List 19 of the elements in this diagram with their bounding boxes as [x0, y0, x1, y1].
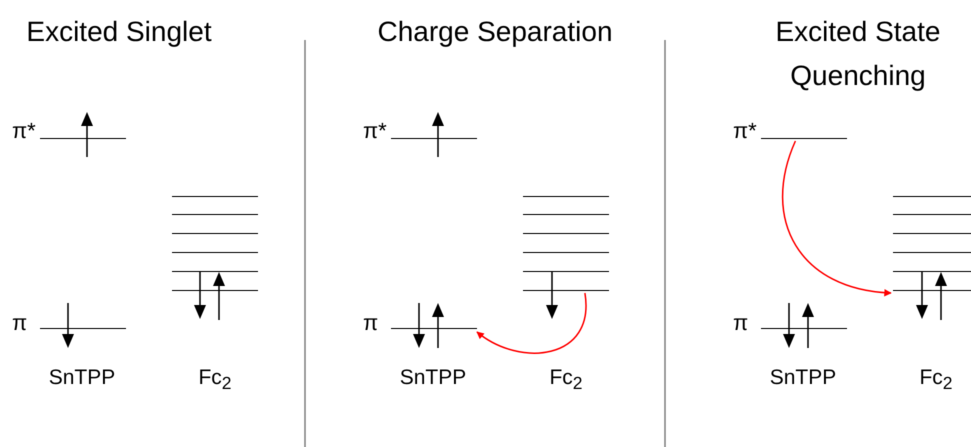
panel-title: Excited Singlet — [25, 15, 213, 49]
arrow — [782, 140, 892, 296]
species-label: SnTPP — [398, 365, 468, 391]
level-label: π* — [733, 118, 757, 144]
arrow — [476, 292, 587, 354]
level-label: π* — [363, 118, 387, 144]
energy-level-stack — [893, 196, 971, 292]
species-label: SnTPP — [48, 365, 116, 391]
panel-title: Charge Separation — [376, 15, 614, 49]
level-label: π — [363, 310, 378, 336]
species-label: SnTPP — [768, 365, 838, 391]
panel-title: Excited State Quenching — [774, 15, 942, 93]
species-label: Fc$_{2}$ — [918, 365, 954, 396]
species-label: Fc$_{2}$ — [548, 365, 584, 396]
species-label: Fc$_{2}$ — [197, 365, 233, 396]
energy-level-stack — [523, 196, 609, 292]
level-label: π — [733, 310, 748, 336]
level-label: π* — [12, 118, 36, 144]
level-label: π — [12, 310, 28, 336]
